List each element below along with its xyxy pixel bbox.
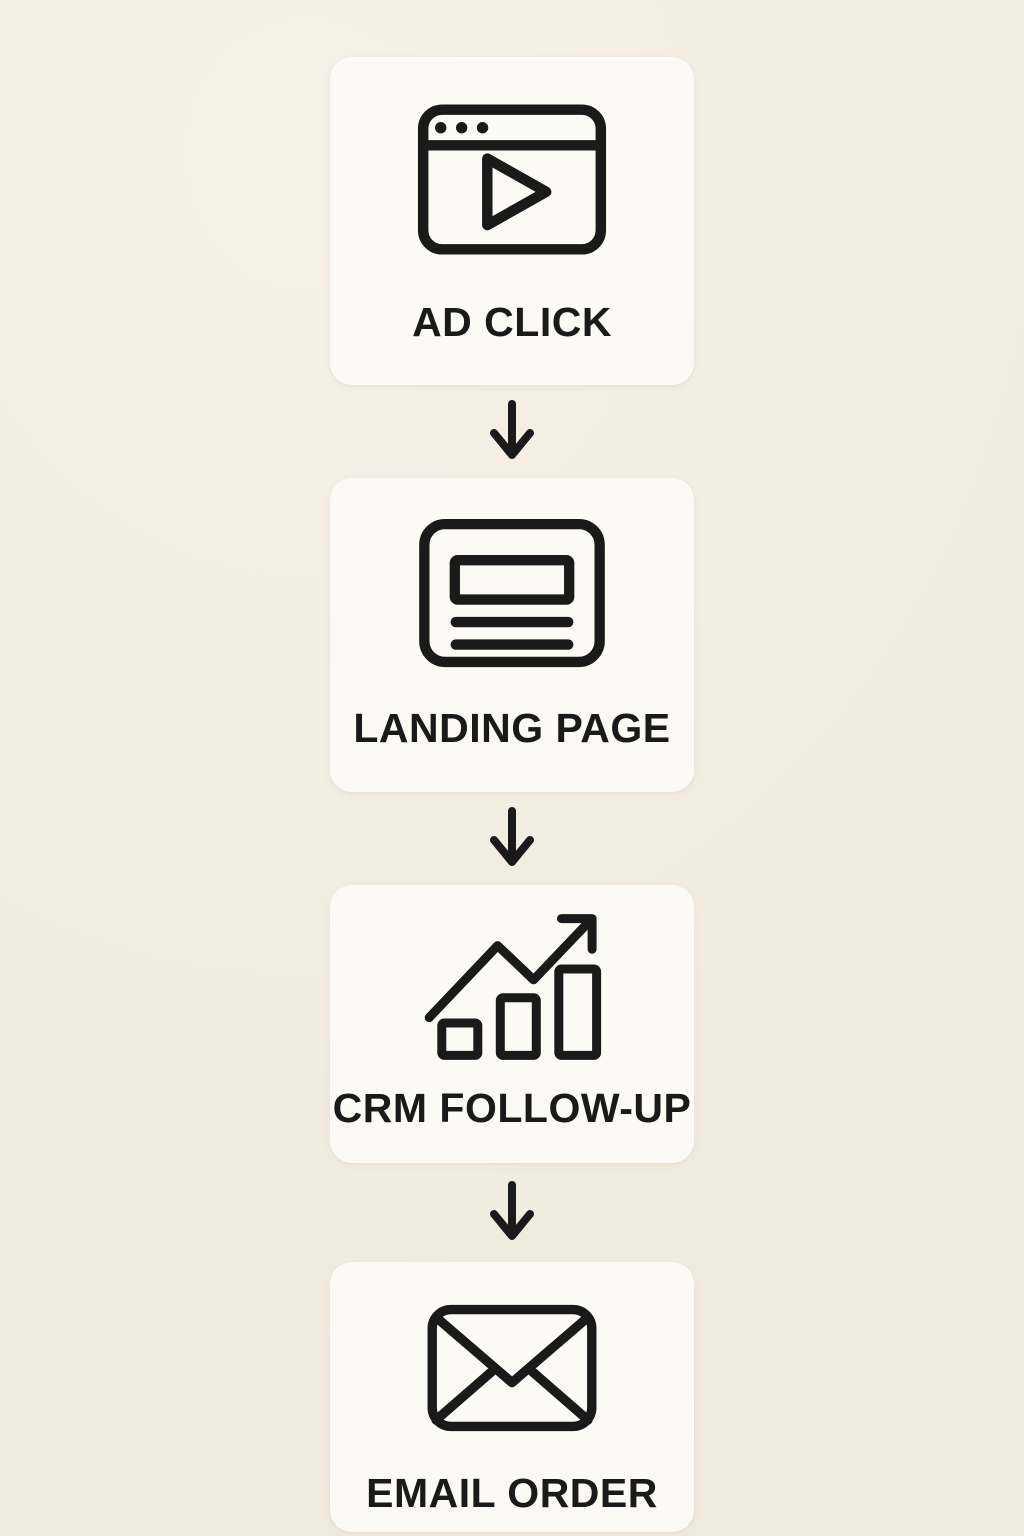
step-label: CRM FOLLOW-UP bbox=[332, 1085, 692, 1131]
browser-video-ad-icon bbox=[417, 104, 607, 255]
flow-step-card-crm-follow-up: CRM FOLLOW-UP bbox=[330, 885, 694, 1163]
funnel-flowchart: AD CLICK LANDING PAGE bbox=[330, 0, 694, 1532]
step-icon-container bbox=[418, 478, 606, 708]
flow-step-card-landing-page: LANDING PAGE bbox=[330, 478, 694, 792]
flow-step-card-email-order: EMAIL ORDER bbox=[330, 1262, 694, 1532]
down-arrow-icon bbox=[490, 1180, 534, 1240]
envelope-icon bbox=[427, 1304, 597, 1431]
down-arrow-icon bbox=[490, 399, 534, 459]
landing-page-layout-icon bbox=[419, 518, 605, 668]
step-icon-container bbox=[422, 885, 602, 1088]
step-label: EMAIL ORDER bbox=[366, 1470, 658, 1516]
step-icon-container bbox=[425, 1262, 599, 1473]
flow-connector bbox=[481, 1163, 543, 1262]
step-icon-container bbox=[417, 57, 607, 302]
step-label: AD CLICK bbox=[412, 299, 612, 345]
flow-connector bbox=[481, 792, 543, 885]
step-label: LANDING PAGE bbox=[353, 705, 671, 751]
growth-chart-icon bbox=[424, 913, 602, 1060]
down-arrow-icon bbox=[490, 806, 534, 866]
flow-connector bbox=[481, 385, 543, 478]
flow-step-card-ad-click: AD CLICK bbox=[330, 57, 694, 385]
